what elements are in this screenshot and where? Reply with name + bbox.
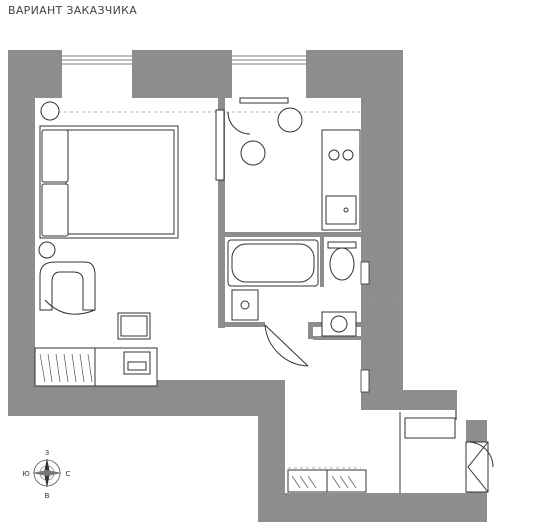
bottom-shelves: [287, 469, 367, 493]
toilet: [327, 241, 357, 281]
compass-south-label: В: [45, 492, 50, 500]
lamp-top: [40, 101, 60, 121]
bathtub: [227, 239, 319, 287]
plan-title: ВАРИАНТ ЗАКАЗЧИКА: [8, 4, 138, 17]
balcony-bench: [399, 412, 456, 493]
compass: З В Ю С: [22, 449, 70, 500]
shelving-unit: [34, 347, 158, 387]
balcony-door: [465, 441, 494, 493]
kitchen-area: [227, 97, 303, 166]
bathroom-sink: [231, 289, 259, 321]
window-left: [62, 50, 132, 98]
armchair: [39, 261, 96, 315]
outer-walls: [8, 50, 487, 522]
desk-chair: [117, 312, 151, 340]
lamp-side: [38, 241, 56, 259]
window-right: [232, 50, 306, 98]
compass-north-label: З: [45, 449, 50, 457]
wall-niche-1: [360, 261, 370, 285]
wall-niche-2: [360, 369, 370, 393]
kitchen-counter: [321, 129, 361, 231]
compass-east-label: С: [66, 470, 71, 478]
bed: [39, 125, 179, 239]
wardrobe-strip: [215, 109, 225, 181]
compass-west-label: Ю: [22, 470, 30, 478]
washing-machine: [321, 311, 357, 337]
entry-door: [264, 324, 309, 367]
